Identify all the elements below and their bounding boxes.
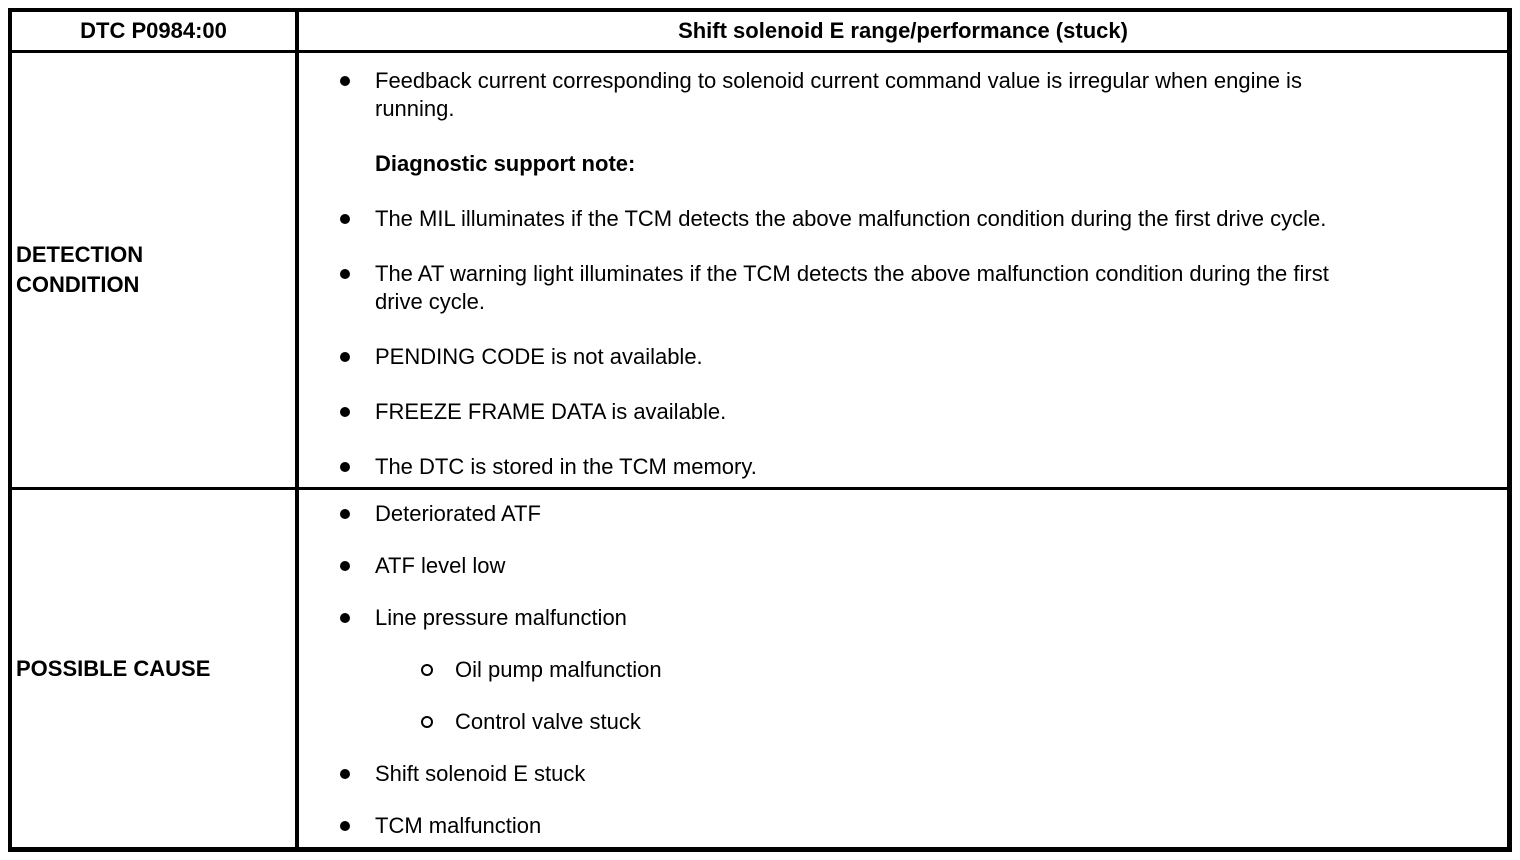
item-text: PENDING CODE is not available. [375,344,703,369]
dtc-code-cell: DTC P0984:00 [12,12,299,53]
item-text: Diagnostic support note: [375,151,636,176]
dot-bullet-icon [340,76,350,86]
dot-bullet-icon [340,509,350,519]
list-item: Deteriorated ATF [299,500,1499,528]
dot-bullet-icon [340,269,350,279]
item-text: ATF level low [375,553,506,578]
dot-bullet-icon [340,352,350,362]
dtc-title: Shift solenoid E range/performance (stuc… [678,18,1128,43]
item-text: The AT warning light illuminates if the … [375,261,1329,314]
item-text: FREEZE FRAME DATA is available. [375,399,727,424]
item-text: Control valve stuck [455,709,641,734]
dtc-table: DTC P0984:00 Shift solenoid E range/perf… [8,8,1512,852]
item-text: Oil pump malfunction [455,657,662,682]
list-item: TCM malfunction [299,812,1499,840]
list-item: Feedback current corresponding to soleno… [299,67,1499,123]
detection-condition-list: Feedback current corresponding to soleno… [299,53,1507,490]
circle-bullet-icon [421,716,433,728]
list-item: Line pressure malfunction [299,604,1499,632]
row-label-text: POSSIBLE CAUSE [16,655,211,681]
dot-bullet-icon [340,769,350,779]
dtc-code: DTC P0984:00 [80,18,227,43]
row-label-detection-condition: DETECTION CONDITION [12,53,299,490]
list-item: Shift solenoid E stuck [299,760,1499,788]
list-item: The MIL illuminates if the TCM detects t… [299,205,1499,233]
row-label-text: DETECTION CONDITION [16,242,144,297]
item-text: Feedback current corresponding to soleno… [375,68,1302,121]
list-item: Oil pump malfunction [299,656,1499,684]
note-item: Diagnostic support note: [299,150,1499,178]
item-text: Line pressure malfunction [375,605,627,630]
list-item: PENDING CODE is not available. [299,343,1499,371]
item-text: Deteriorated ATF [375,501,541,526]
dot-bullet-icon [340,214,350,224]
item-text: Shift solenoid E stuck [375,761,586,786]
circle-bullet-icon [421,664,433,676]
item-text: The DTC is stored in the TCM memory. [375,454,757,479]
list-item: ATF level low [299,552,1499,580]
dot-bullet-icon [340,462,350,472]
dot-bullet-icon [340,561,350,571]
item-text: TCM malfunction [375,813,542,838]
dtc-title-cell: Shift solenoid E range/performance (stuc… [299,12,1507,53]
row-label-possible-cause: POSSIBLE CAUSE [12,490,299,847]
dot-bullet-icon [340,821,350,831]
list-item: The DTC is stored in the TCM memory. [299,453,1499,481]
list-item: The AT warning light illuminates if the … [299,260,1499,316]
item-text: The MIL illuminates if the TCM detects t… [375,206,1327,231]
list-item: FREEZE FRAME DATA is available. [299,398,1499,426]
dot-bullet-icon [340,613,350,623]
dot-bullet-icon [340,407,350,417]
list-item: Control valve stuck [299,708,1499,736]
